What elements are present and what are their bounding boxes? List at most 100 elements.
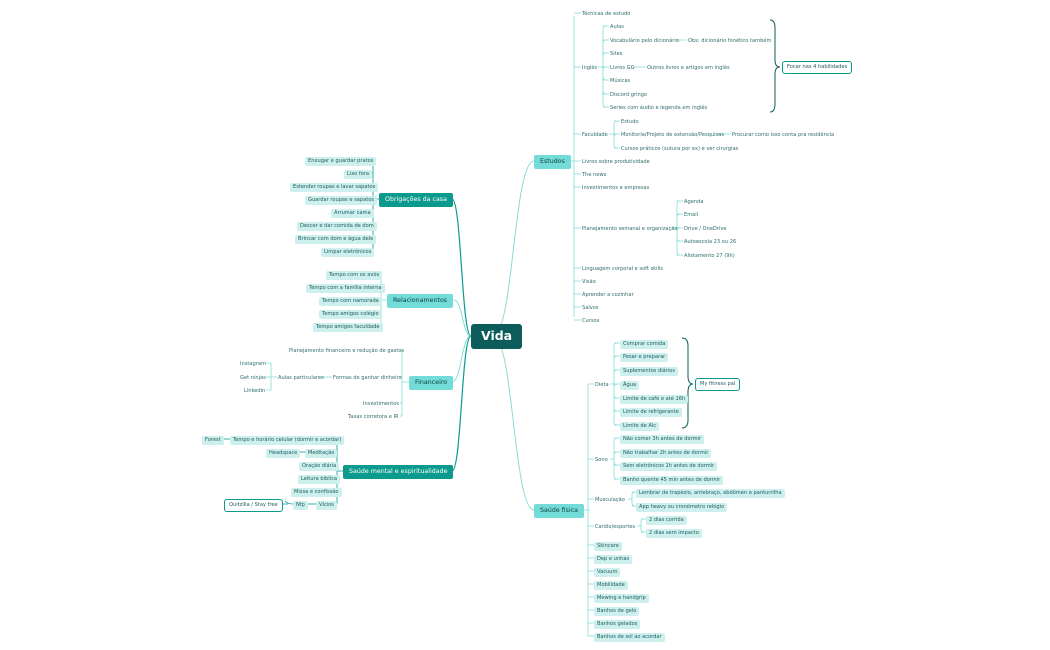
mental-vicios[interactable]: Vícios bbox=[316, 501, 337, 511]
topic-ingles[interactable]: Inglês bbox=[582, 65, 598, 71]
topic-linguagem-corporal[interactable]: Linguagem corporal e soft skills bbox=[582, 266, 663, 272]
chore-item[interactable]: Enxugar e guardar pratos bbox=[305, 157, 377, 167]
chore-item[interactable]: Guardar roupas e sapatos bbox=[305, 196, 377, 206]
cardio-item[interactable]: 2 dias corrida bbox=[646, 516, 687, 526]
aulas-item[interactable]: Linkedin bbox=[244, 388, 266, 394]
topic-salvos[interactable]: Salvos bbox=[582, 305, 599, 311]
dieta-item[interactable]: Pesar e preparar bbox=[620, 353, 669, 363]
relationship-item[interactable]: Tempo com namorada bbox=[319, 297, 382, 307]
branch-financeiro[interactable]: Financeiro bbox=[409, 376, 454, 391]
mental-nfp[interactable]: Nfp bbox=[293, 501, 308, 511]
summary-my-fitness-pal[interactable]: My fitness pal bbox=[695, 378, 741, 392]
sono-item[interactable]: Sem eletrônicos 1h antes de dormir bbox=[620, 462, 718, 472]
topic-cursos[interactable]: Cursos bbox=[582, 318, 600, 324]
physical-sono[interactable]: Sono bbox=[595, 457, 608, 463]
dieta-item[interactable]: Comprar comida bbox=[620, 340, 669, 350]
planejamento-item[interactable]: Email bbox=[684, 212, 699, 218]
relationship-item[interactable]: Tempo com a família interna bbox=[306, 284, 385, 294]
sono-item[interactable]: Banho quente 45 min antes de dormir bbox=[620, 476, 724, 486]
branch-relacionamentos[interactable]: Relacionamentos bbox=[387, 294, 454, 309]
chore-item[interactable]: Estender roupas e lavar sapatos bbox=[290, 183, 379, 193]
chore-item[interactable]: Lixo fora bbox=[344, 170, 372, 180]
chore-item[interactable]: Descer e dar comida de dom bbox=[297, 222, 377, 232]
finance-investimentos[interactable]: Investimentos bbox=[363, 401, 400, 407]
summary-focar-habilidades[interactable]: Focar nas 4 habilidades bbox=[782, 61, 853, 75]
topic-faculdade[interactable]: Faculdade bbox=[582, 132, 608, 138]
ingles-item[interactable]: Aulas bbox=[610, 24, 624, 30]
dieta-item[interactable]: Limite de café e até 16h bbox=[620, 395, 689, 405]
finance-taxas[interactable]: Taxas corretora e IR bbox=[348, 414, 399, 420]
note-outros-livros[interactable]: Outros livros e artigos em inglês bbox=[647, 65, 730, 71]
branch-saude-mental[interactable]: Saúde mental e espiritualidade bbox=[343, 465, 454, 480]
relationship-item[interactable]: Tempo amigos colégio bbox=[319, 310, 382, 320]
topic-livros-produtividade[interactable]: Livros sobre produtividade bbox=[582, 159, 650, 165]
finance-formas-ganhar[interactable]: Formas de ganhar dinheiro bbox=[333, 375, 402, 381]
branch-obrigacoes-da-casa[interactable]: Obrigações da casa bbox=[379, 193, 453, 208]
sono-item[interactable]: Não comer 3h antes de dormir bbox=[620, 435, 705, 445]
physical-musculacao[interactable]: Musculação bbox=[595, 497, 625, 503]
physical-item[interactable]: Banhos de gelo bbox=[594, 607, 640, 617]
topic-tecnicas-de-estudo[interactable]: Técnicas de estudo bbox=[582, 11, 631, 17]
dieta-item[interactable]: Água bbox=[620, 381, 640, 391]
dieta-item[interactable]: Limite de refrigerante bbox=[620, 408, 682, 418]
mental-leitura[interactable]: Leitura bíblica bbox=[298, 475, 340, 485]
root-node-vida[interactable]: Vida bbox=[471, 324, 523, 349]
topic-the-news[interactable]: The news bbox=[582, 172, 607, 178]
relationship-item[interactable]: Tempo com os avós bbox=[326, 271, 383, 281]
topic-visao[interactable]: Visão bbox=[582, 279, 596, 285]
physical-item[interactable]: Banhos gelados bbox=[594, 620, 641, 630]
ingles-item[interactable]: Músicas bbox=[610, 78, 631, 84]
planejamento-item[interactable]: Agenda bbox=[684, 199, 704, 205]
planejamento-item[interactable]: Drive / OneDrive bbox=[684, 226, 727, 232]
physical-item[interactable]: Dep e unhas bbox=[594, 555, 633, 565]
physical-cardio[interactable]: Cardio/esportes bbox=[595, 524, 636, 530]
dieta-item[interactable]: Suplementos diários bbox=[620, 367, 679, 377]
connector-line bbox=[640, 518, 645, 523]
note-obs-dicionario[interactable]: Obs: dicionário fonético também bbox=[688, 38, 772, 44]
branch-estudos[interactable]: Estudos bbox=[534, 155, 571, 170]
cardio-item[interactable]: 2 dias sem impacto bbox=[646, 529, 702, 539]
topic-investimentos-empresas[interactable]: Investimentos e empresas bbox=[582, 185, 650, 191]
physical-item[interactable]: Banhos de sol ao acordar bbox=[594, 633, 665, 643]
connector-line bbox=[640, 528, 645, 533]
relationship-item[interactable]: Tempo amigos faculdade bbox=[313, 323, 383, 333]
mental-missa[interactable]: Missa e confissão bbox=[291, 488, 342, 498]
aulas-item[interactable]: Instagram bbox=[240, 361, 266, 367]
physical-item[interactable]: Vacuum bbox=[594, 568, 621, 578]
musculacao-item[interactable]: App heavy ou cronômetro relógio bbox=[636, 503, 728, 513]
note-procurar-residencia[interactable]: Procurar como isso conta pra residência bbox=[732, 132, 835, 138]
chore-item[interactable]: Brincar com dom e água dele bbox=[295, 235, 377, 245]
mental-oracao[interactable]: Oração diária bbox=[299, 462, 340, 472]
planejamento-item[interactable]: Alistamento 27 (9h) bbox=[684, 253, 735, 259]
faculdade-item[interactable]: Cursos práticos (sutura por ex) e ver ci… bbox=[621, 146, 739, 152]
physical-item[interactable]: Skincare bbox=[594, 542, 622, 552]
chore-item[interactable]: Limpar eletrônicos bbox=[321, 248, 375, 258]
faculdade-item[interactable]: Estudo bbox=[621, 119, 639, 125]
ingles-item[interactable]: Livros GG bbox=[610, 65, 635, 71]
mental-headspace[interactable]: Headspace bbox=[266, 449, 301, 459]
topic-aprender-cozinhar[interactable]: Aprender a cozinhar bbox=[582, 292, 634, 298]
ingles-item[interactable]: Vocabulário pelo dicionário bbox=[610, 38, 679, 44]
planejamento-item[interactable]: Autoescola 23 ou 26 bbox=[684, 239, 737, 245]
physical-dieta[interactable]: Dieta bbox=[595, 382, 609, 388]
ingles-item[interactable]: Series com áudio e legenda em inglês bbox=[610, 105, 708, 111]
physical-item[interactable]: Mewing e handgrip bbox=[594, 594, 649, 604]
chore-item[interactable]: Arrumar cama bbox=[331, 209, 374, 219]
mental-forest[interactable]: Forest bbox=[202, 436, 224, 446]
dieta-item[interactable]: Limite de Alc bbox=[620, 422, 660, 432]
aulas-item[interactable]: Get ninjas bbox=[240, 375, 266, 381]
mental-tempo-celular[interactable]: Tempo e horário celular (dormir e acorda… bbox=[230, 436, 345, 446]
topic-planejamento-semanal[interactable]: Planejamento semanal e organização bbox=[582, 226, 678, 232]
finance-planejamento[interactable]: Planejamento financeiro e redução de gas… bbox=[289, 348, 405, 354]
ingles-item[interactable]: Discord gringo bbox=[610, 92, 648, 98]
faculdade-item[interactable]: Monitoria/Projeto de extensão/Pesquisas bbox=[621, 132, 724, 138]
ingles-item[interactable]: Sites bbox=[610, 51, 623, 57]
physical-item[interactable]: Mobilidade bbox=[594, 581, 628, 591]
sono-item[interactable]: Não trabalhar 2h antes de dormir bbox=[620, 449, 712, 459]
summary-quitzilla[interactable]: Quitzilla / Stay free bbox=[224, 499, 283, 513]
connector-line bbox=[613, 120, 618, 125]
musculacao-item[interactable]: Lembrar de trapézio, antebraço, abdômen … bbox=[636, 489, 785, 499]
mental-meditacao[interactable]: Meditação bbox=[305, 449, 338, 459]
finance-aulas-particulares[interactable]: Aulas particulares bbox=[278, 375, 324, 381]
branch-saude-fisica[interactable]: Saúde física bbox=[534, 504, 585, 519]
